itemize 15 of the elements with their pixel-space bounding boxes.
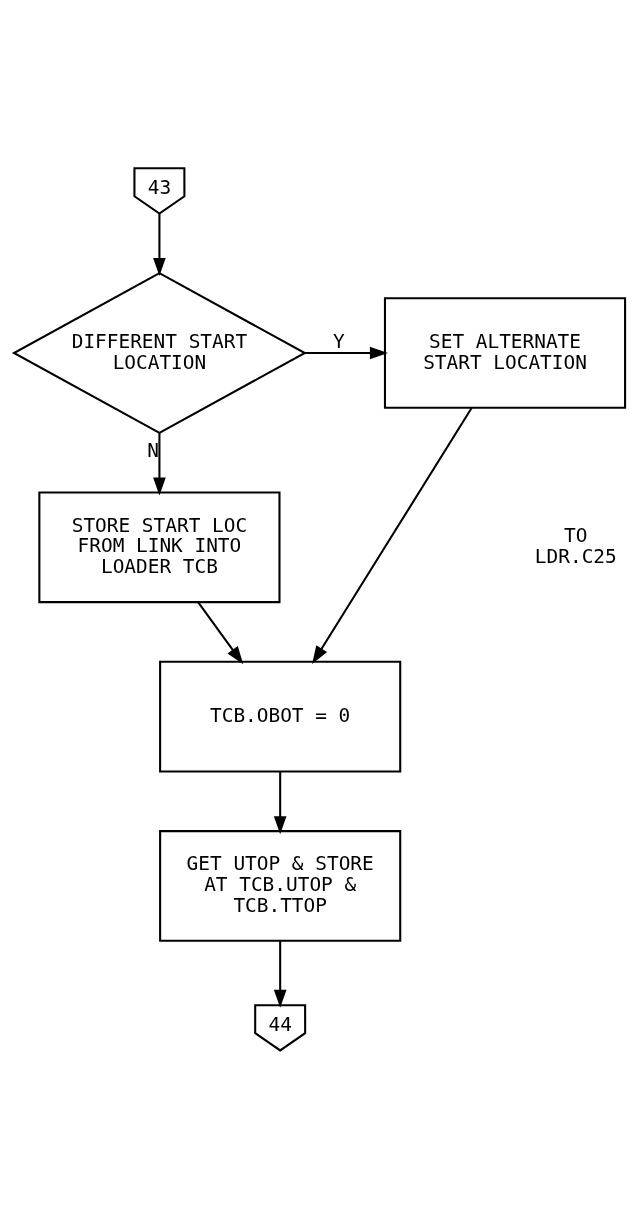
edge-label: N bbox=[147, 438, 160, 462]
node-box: SET ALTERNATE START LOCATION bbox=[383, 296, 627, 409]
node-diamond: DIFFERENT START LOCATION bbox=[11, 271, 307, 434]
arrow bbox=[273, 771, 287, 834]
node-box: GET UTOP & STORE AT TCB.UTOP & TCB.TTOP bbox=[159, 829, 402, 942]
edge-label: Y bbox=[332, 329, 345, 353]
label: TO LDR.C25 bbox=[534, 523, 617, 568]
arrow bbox=[153, 213, 166, 276]
arrow bbox=[305, 346, 388, 359]
arrow bbox=[153, 432, 166, 496]
arrow bbox=[273, 940, 287, 1008]
arrow bbox=[312, 406, 473, 664]
node-box: STORE START LOC FROM LINK INTO LOADER TCB bbox=[38, 490, 281, 603]
node-box: TCB.OBOT = 0 bbox=[159, 660, 402, 772]
arrow bbox=[197, 601, 244, 664]
